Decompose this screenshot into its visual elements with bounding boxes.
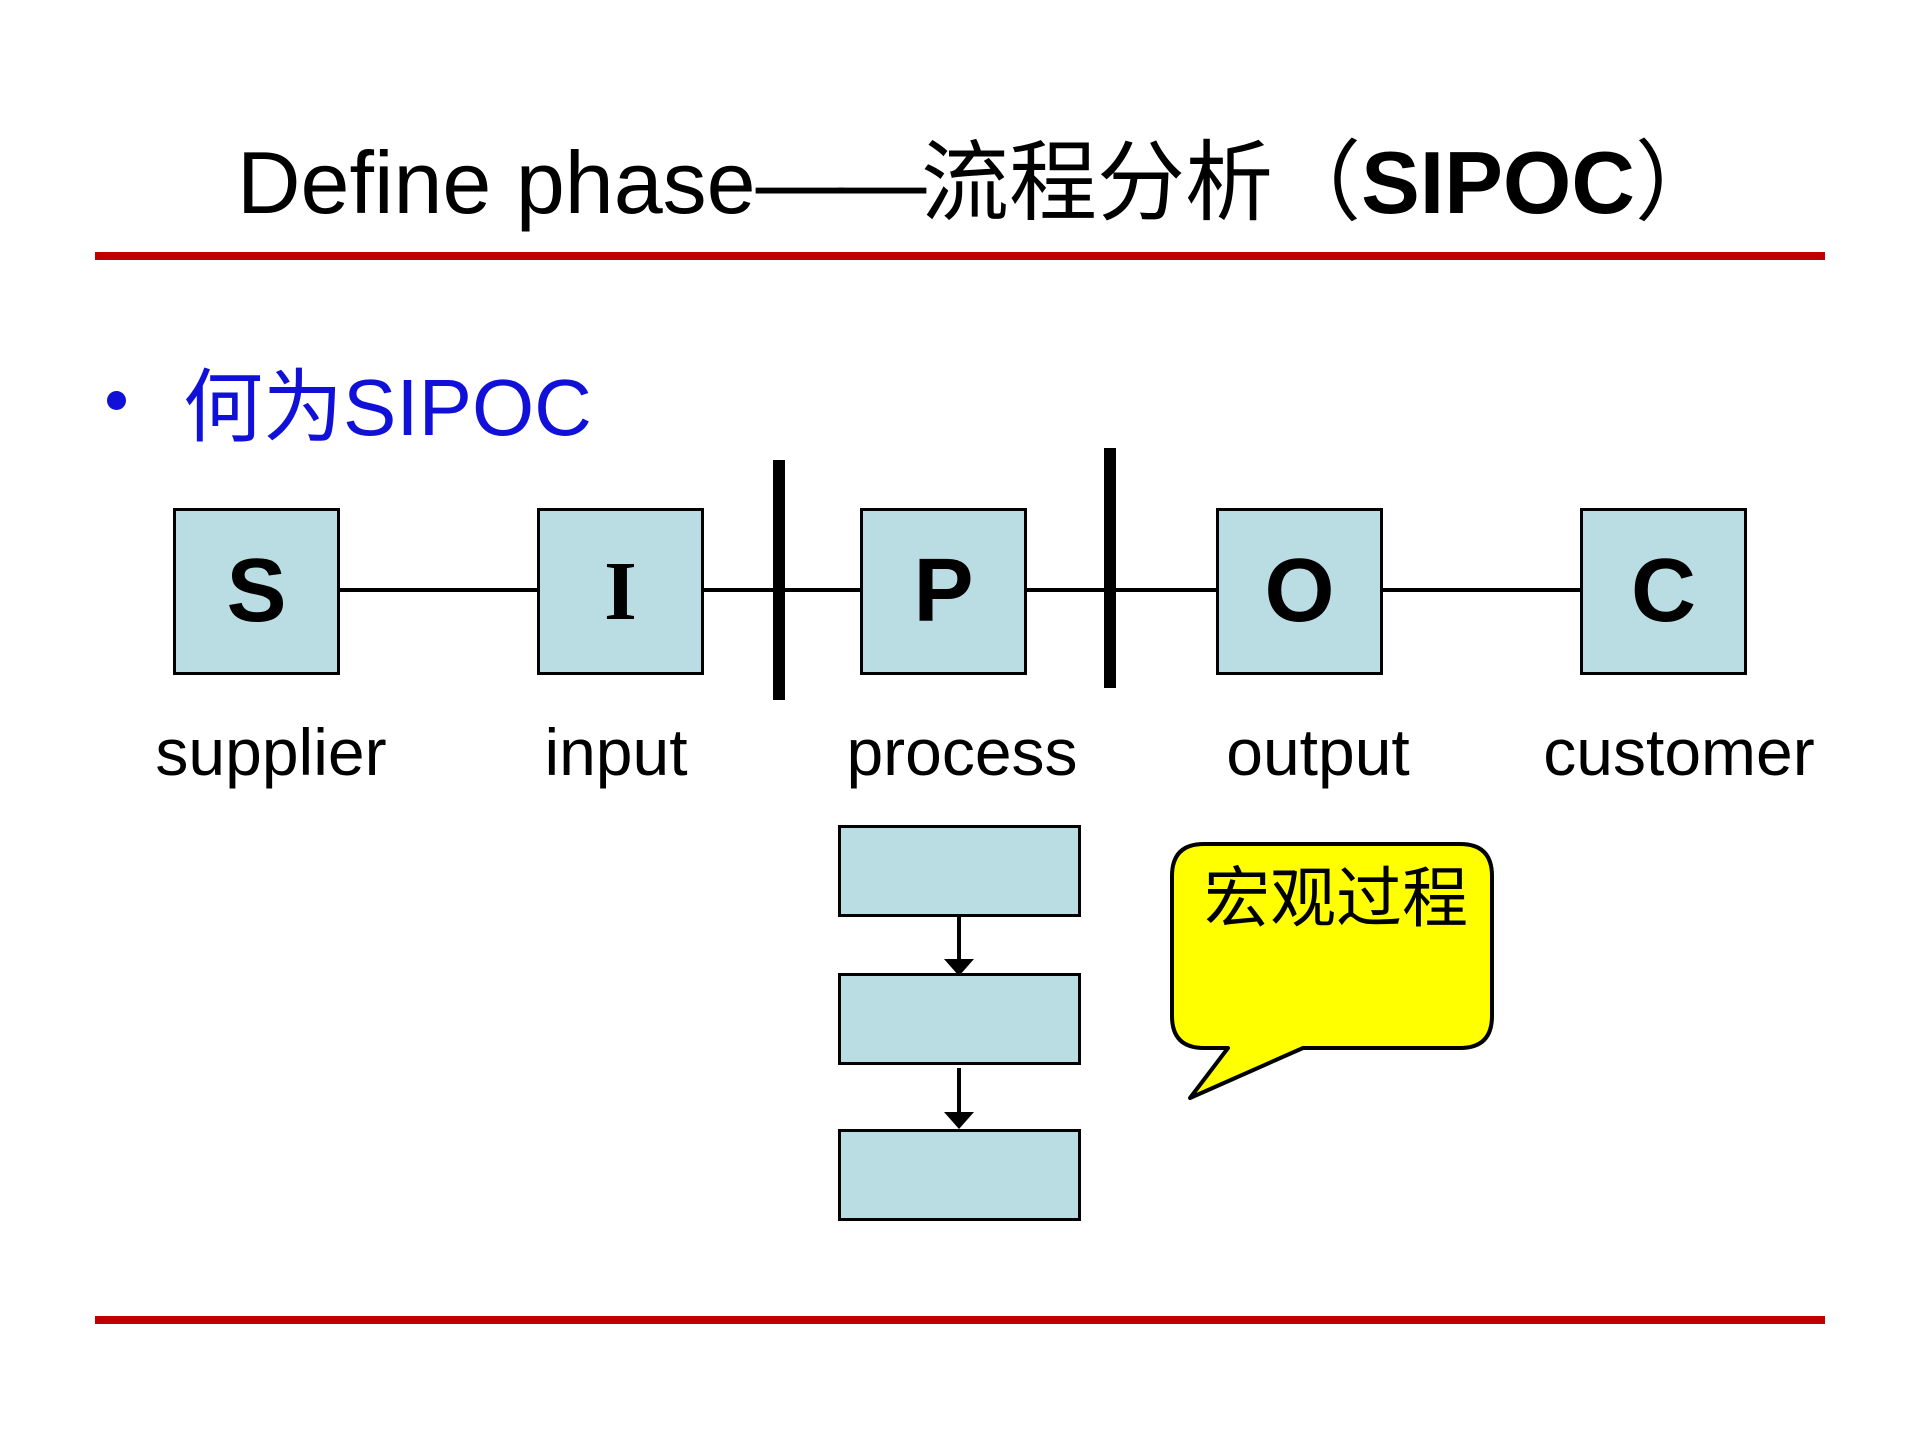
sipoc-box-supplier: S (173, 508, 340, 675)
title-acronym: SIPOC (1361, 133, 1635, 232)
sipoc-box-customer: C (1580, 508, 1747, 675)
bottom-divider-rule (95, 1316, 1825, 1324)
bullet-marker (107, 391, 126, 410)
stage-label-output: output (1226, 715, 1410, 789)
bullet-text-latin: SIPOC (343, 363, 592, 452)
stage-label-customer: customer (1543, 715, 1815, 789)
sipoc-letter-s: S (226, 541, 287, 641)
stage-label-supplier: supplier (155, 715, 387, 789)
title-dash: —— (755, 133, 927, 232)
sipoc-letter-o: O (1264, 541, 1335, 641)
title-text-cn: 流程分析 (921, 136, 1274, 233)
flow-arrow-1 (957, 917, 961, 962)
stage-label-input: input (544, 715, 688, 789)
sipoc-letter-i: I (604, 545, 637, 638)
sipoc-letter-p: P (913, 541, 974, 641)
sipoc-letter-c: C (1631, 541, 1696, 641)
sipoc-box-output: O (1216, 508, 1383, 675)
stage-divider-bar-1 (773, 460, 785, 700)
title-paren-close: ） (1634, 136, 1723, 233)
down-arrow-icon-1 (944, 959, 974, 976)
bullet-text-cn: 何为 (183, 365, 343, 453)
speech-bubble-shape (1170, 842, 1494, 1100)
sipoc-box-process: P (860, 508, 1027, 675)
process-step-box-3 (838, 1129, 1081, 1221)
callout-text: 宏观过程 (1204, 863, 1468, 936)
callout-bubble (1170, 842, 1494, 1100)
stage-divider-bar-2 (1104, 448, 1116, 688)
title-text-latin: Define phase (237, 133, 756, 232)
process-step-box-1 (838, 825, 1081, 917)
flow-arrow-2 (957, 1068, 961, 1114)
stage-label-process: process (846, 715, 1078, 789)
sipoc-box-input: I (537, 508, 704, 675)
title-paren-open: （ (1273, 136, 1362, 233)
page-title: Define phase——流程分析（SIPOC） (237, 133, 1723, 235)
process-step-box-2 (838, 973, 1081, 1065)
down-arrow-icon-2 (944, 1112, 974, 1129)
top-divider-rule (95, 252, 1825, 260)
bullet-text: 何为SIPOC (183, 363, 592, 454)
